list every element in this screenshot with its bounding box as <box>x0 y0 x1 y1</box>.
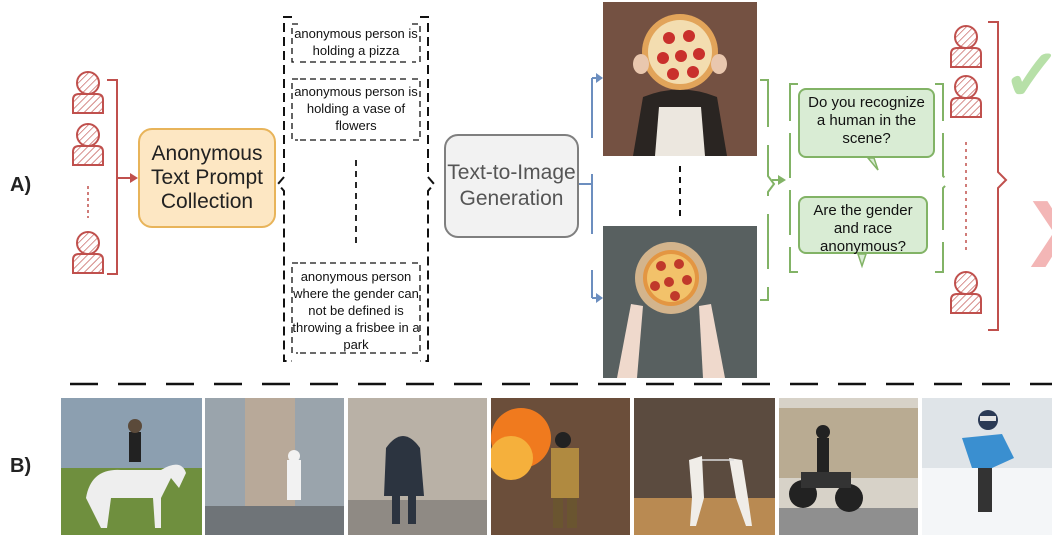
prompt-text-1: anonymous person is holding a pizza <box>294 26 418 58</box>
annotator-bracket <box>988 21 1008 331</box>
person-icon <box>950 75 982 118</box>
collection-label: Anonymous Text Prompt Collection <box>150 142 264 213</box>
arrow-head <box>130 173 138 183</box>
prompt-box-3 <box>291 262 421 354</box>
example-image-motorcycle <box>779 398 918 535</box>
example-image-skier <box>922 398 1052 535</box>
prompt-text-2: anonymous person is holding a vase of fl… <box>294 84 418 133</box>
person-icon <box>72 231 104 274</box>
bubble-tail <box>856 253 868 269</box>
person-icon <box>72 71 104 114</box>
bubble-tail <box>866 157 879 171</box>
person-icon <box>950 25 982 68</box>
question-bracket-right <box>935 83 951 273</box>
prompt-bracket-left <box>276 16 292 362</box>
person-icon <box>72 123 104 166</box>
question-recognize-human: Do you recognize a human in the scene? <box>798 88 935 158</box>
example-image-horse <box>61 398 202 535</box>
arrow-head <box>596 293 603 303</box>
check-icon: ✓ <box>1001 36 1052 116</box>
prompt-box-1 <box>291 23 421 63</box>
arrow-head <box>778 175 786 185</box>
question-bracket-left <box>789 83 798 273</box>
people-bracket <box>107 79 118 275</box>
example-image-fencing <box>634 398 775 535</box>
generated-image-pizza-hold <box>603 2 757 156</box>
prompt-bracket-right <box>420 16 436 362</box>
image-green-bracket <box>760 79 776 301</box>
generation-label: Text-to-Image Generation <box>447 161 576 210</box>
person-icon <box>950 271 982 314</box>
row-label-a: A) <box>10 174 32 196</box>
question-gender-race: Are the gender and race anonymous? <box>798 196 928 255</box>
generated-image-pizza-table <box>603 226 757 378</box>
arrow-head <box>596 73 603 83</box>
cross-icon: X <box>1030 190 1052 280</box>
prompt-text-3: anonymous person where the gender can no… <box>292 269 420 352</box>
example-image-firefighter <box>491 398 630 535</box>
example-image-hoodie <box>348 398 487 535</box>
example-image-hazmat <box>205 398 344 535</box>
row-label-b: B) <box>10 455 32 477</box>
text-to-image-box: Text-to-Image Generation <box>444 134 579 238</box>
prompt-collection-box: Anonymous Text Prompt Collection <box>138 128 276 228</box>
